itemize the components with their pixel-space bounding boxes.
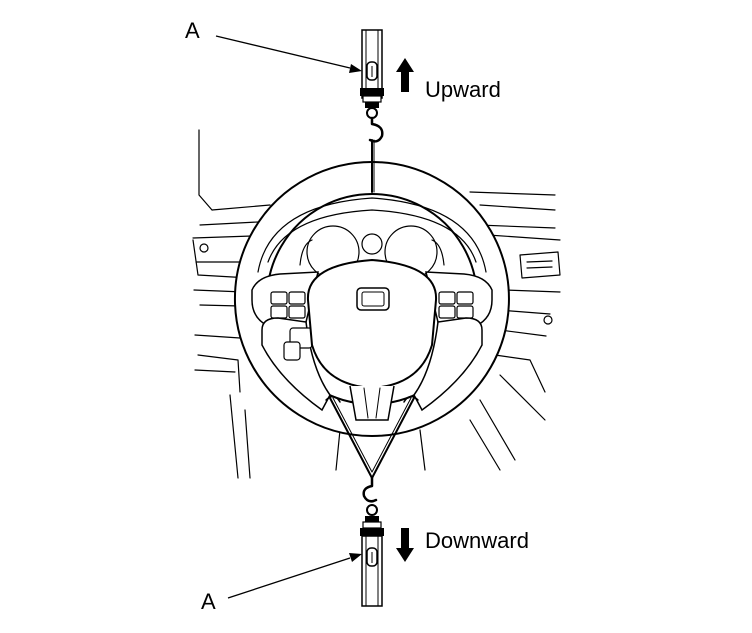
downward-label: Downward	[425, 528, 529, 553]
downward-arrow-icon	[396, 528, 414, 562]
upward-arrow-icon	[396, 58, 414, 92]
callout-label-top: A	[185, 18, 200, 43]
lower-left-control	[283, 327, 313, 361]
dashboard-background	[192, 129, 561, 479]
bottom-spring-scale	[329, 397, 415, 607]
emblem	[356, 287, 390, 311]
upward-label: Upward	[425, 77, 501, 102]
instrument-cluster	[257, 197, 487, 279]
airbag-pad	[306, 258, 438, 390]
callout-label-bottom: A	[201, 589, 216, 614]
callout-leader-bottom	[227, 553, 362, 599]
top-spring-scale	[360, 29, 384, 193]
lower-spoke	[261, 317, 483, 412]
left-switch-panel	[270, 291, 306, 319]
callout-leader-top	[215, 35, 362, 73]
bottom-spoke	[349, 385, 395, 421]
steering-wheel	[233, 161, 510, 437]
